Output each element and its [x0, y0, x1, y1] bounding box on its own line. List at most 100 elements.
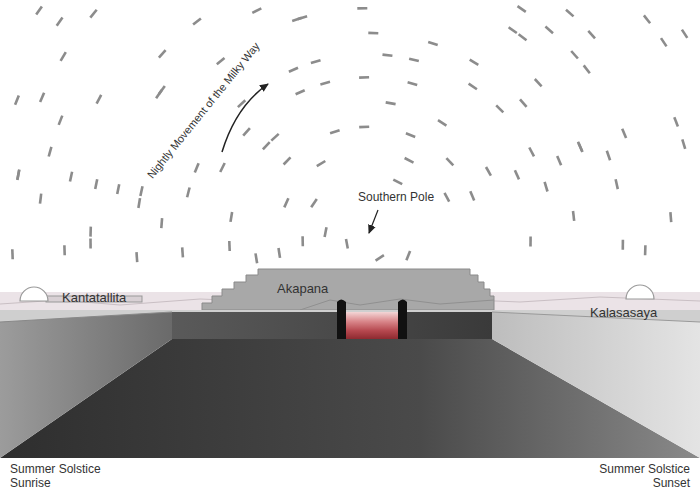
- star-trail-dash: [181, 247, 184, 257]
- star-trail-dash: [292, 18, 302, 21]
- star-trail-dash: [320, 82, 330, 85]
- star-trail-dash: [15, 95, 19, 104]
- star-trail-dash: [49, 147, 52, 157]
- star-trail-dash: [428, 42, 438, 45]
- sunset-dome: [626, 285, 654, 299]
- star-trail-dash: [535, 79, 542, 86]
- star-trail-dash: [117, 184, 119, 194]
- star-trail-dash: [682, 139, 685, 149]
- star-trail-dash: [59, 116, 63, 125]
- star-trail-dash: [368, 32, 378, 35]
- star-trail-dash: [674, 117, 678, 126]
- star-trail-dash: [193, 18, 201, 24]
- star-trail-dash: [231, 212, 233, 222]
- star-trail-dash: [97, 95, 102, 104]
- star-trail-dash: [296, 90, 305, 94]
- left-wall: [0, 312, 172, 458]
- star-trail-dash: [509, 27, 517, 33]
- wall-edge: [0, 312, 172, 322]
- back-wall: [172, 312, 492, 339]
- site-name: Akapana: [277, 281, 328, 297]
- solstice-label: Summer Solstice Sunrise: [10, 462, 120, 491]
- star-trail-dash: [311, 60, 321, 63]
- star-trail-dash: [406, 251, 410, 260]
- star-trail-dash: [289, 68, 298, 72]
- star-trail-dash: [515, 170, 519, 179]
- pole-pointer: [369, 210, 378, 233]
- star-trail-dash: [383, 55, 393, 56]
- star-trail-dash: [376, 255, 384, 260]
- star-trail-dash: [256, 253, 258, 263]
- star-trail-dash: [263, 142, 270, 149]
- gate-post: [398, 300, 407, 340]
- star-trail-dash: [545, 182, 548, 192]
- star-trail-dash: [409, 59, 419, 61]
- star-trail-dash: [622, 129, 626, 138]
- star-trail-dash: [140, 186, 142, 196]
- star-trail-dash: [529, 237, 532, 247]
- gate-post: [337, 300, 346, 340]
- gateway-opening: [345, 312, 399, 339]
- star-trail-dash: [90, 10, 96, 18]
- star-trail-dash: [17, 170, 19, 180]
- star-trail-dash: [566, 10, 574, 17]
- star-trail-dash: [644, 245, 647, 255]
- star-trail-dash: [301, 236, 304, 246]
- star-trail-dash: [588, 31, 595, 38]
- akapana-pyramid: [202, 269, 494, 310]
- star-trail-dash: [89, 239, 92, 249]
- star-trail-dash: [519, 34, 527, 40]
- star-trail-dash: [470, 191, 474, 200]
- star-trail-dash: [217, 58, 225, 64]
- star-trail-dash: [317, 161, 326, 166]
- star-trail-dash: [616, 179, 618, 189]
- star-trail-dash: [40, 93, 44, 102]
- star-trail-dash: [578, 142, 582, 151]
- star-trail-dash: [160, 218, 163, 228]
- star-trail-dash: [284, 157, 291, 164]
- star-trail-dash: [70, 172, 72, 182]
- rotation-arrow: [222, 84, 268, 152]
- hill-line: [300, 299, 494, 310]
- solstice-label: Summer Solstice Sunset: [580, 462, 690, 491]
- star-trail-dash: [557, 156, 561, 165]
- star-trail-dash: [571, 51, 578, 59]
- pole-label: Southern Pole: [358, 190, 434, 204]
- right-wall: [492, 312, 700, 458]
- star-trail-dash: [359, 125, 369, 128]
- star-trail-dash: [469, 84, 477, 90]
- star-trail-dash: [325, 227, 327, 237]
- star-trails: [12, 6, 687, 263]
- star-trail-dash: [330, 130, 340, 133]
- star-trail-dash: [17, 170, 19, 180]
- star-trail-dash: [621, 240, 624, 250]
- star-trail-dash: [159, 50, 166, 57]
- star-trail-dash: [36, 6, 42, 14]
- star-trail-dash: [445, 193, 450, 202]
- star-trail-dash: [682, 30, 687, 38]
- star-trail-dash: [470, 60, 479, 65]
- star-trail-dash: [220, 163, 225, 172]
- star-trail-dash: [607, 151, 610, 160]
- sunrise-dome: [20, 287, 48, 301]
- star-trail-dash: [138, 198, 140, 208]
- star-trail-dash: [573, 211, 574, 221]
- star-trail-dash: [159, 86, 165, 94]
- star-trail-dash: [496, 105, 503, 112]
- star-trail-dash: [61, 52, 66, 61]
- star-trail-dash: [529, 148, 534, 157]
- star-trail-dash: [393, 180, 402, 185]
- star-trail-dash: [408, 82, 418, 85]
- star-trail-dash: [438, 120, 446, 125]
- star-trail-dash: [89, 227, 92, 237]
- star-trail-dash: [359, 76, 369, 79]
- star-trail-dash: [545, 27, 553, 34]
- star-trail-dash: [135, 252, 138, 262]
- site-name: Kalasasaya: [590, 305, 657, 321]
- star-trail-dash: [95, 179, 97, 189]
- star-trail-dash: [644, 15, 650, 23]
- star-trail-dash: [311, 199, 317, 207]
- star-trail-dash: [195, 163, 199, 172]
- star-trail-dash: [57, 18, 63, 26]
